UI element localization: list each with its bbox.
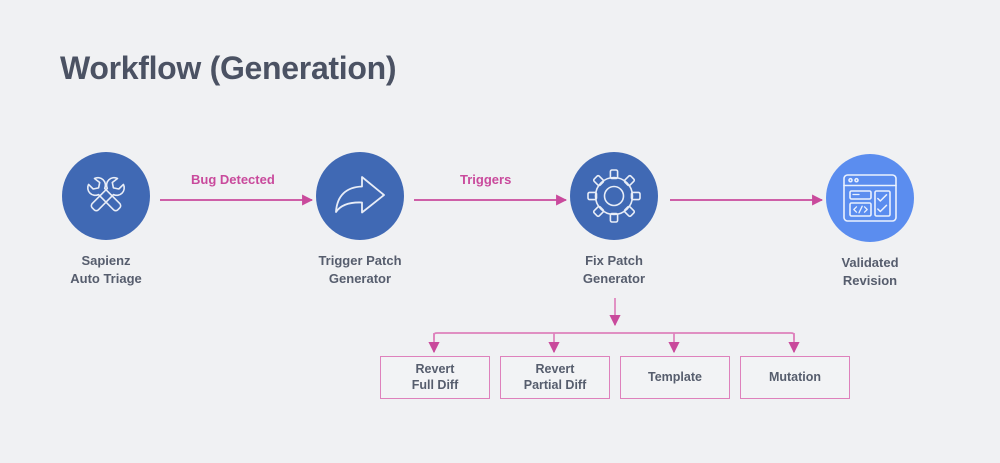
node-label: Validated Revision bbox=[841, 255, 899, 288]
curved-forward-arrow-icon bbox=[331, 171, 389, 221]
node-circle bbox=[826, 154, 914, 242]
node-sapienz-auto-triage[interactable]: Sapienz Auto Triage bbox=[26, 152, 186, 287]
page-title: Workflow (Generation) bbox=[60, 50, 397, 86]
node-label: Trigger Patch Generator bbox=[318, 253, 402, 286]
branch-bus bbox=[433, 332, 795, 340]
branch-box-mutation[interactable]: Mutation bbox=[740, 356, 850, 399]
connector-label-bug-detected: Bug Detected bbox=[191, 172, 275, 187]
gear-icon bbox=[586, 168, 642, 224]
branch-box-revert-partial-diff[interactable]: Revert Partial Diff bbox=[500, 356, 610, 399]
node-trigger-patch-generator[interactable]: Trigger Patch Generator bbox=[280, 152, 440, 287]
branch-box-revert-full-diff[interactable]: Revert Full Diff bbox=[380, 356, 490, 399]
branch-box-template[interactable]: Template bbox=[620, 356, 730, 399]
tools-wrench-hammer-icon bbox=[78, 168, 134, 224]
node-circle bbox=[62, 152, 150, 240]
node-circle bbox=[316, 152, 404, 240]
node-circle bbox=[570, 152, 658, 240]
node-label: Sapienz Auto Triage bbox=[70, 253, 142, 286]
node-label: Fix Patch Generator bbox=[582, 253, 646, 286]
node-fix-patch-generator[interactable]: Fix Patch Generator bbox=[534, 152, 694, 287]
browser-code-checklist-icon bbox=[841, 172, 899, 224]
connector-label-triggers: Triggers bbox=[460, 172, 512, 187]
node-validated-revision[interactable]: Validated Revision bbox=[790, 154, 950, 289]
